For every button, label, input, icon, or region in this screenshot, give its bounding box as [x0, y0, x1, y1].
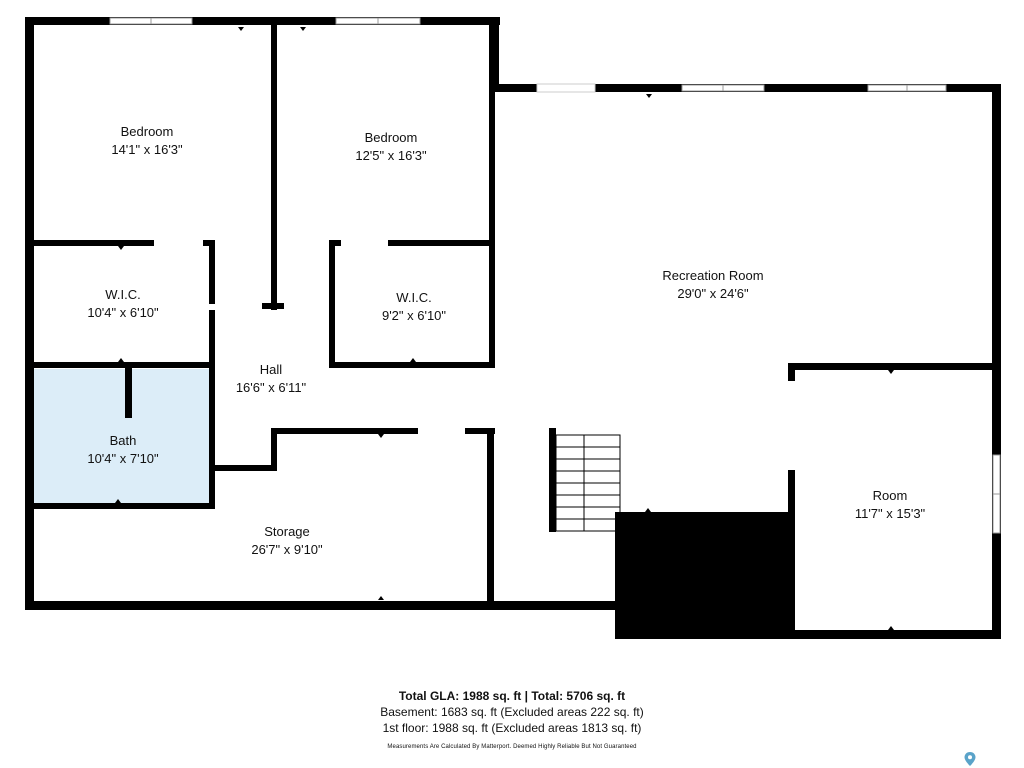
wall-bath-stub	[125, 368, 132, 418]
map-pin-icon	[964, 752, 976, 766]
wall-bottom-right	[615, 630, 1001, 639]
wall-room-left-a	[788, 363, 795, 381]
room-dimensions: 10'4" x 7'10"	[87, 451, 159, 466]
room-dimensions: 29'0" x 24'6"	[677, 286, 749, 301]
wall-storage-top-b	[271, 428, 418, 434]
wall-wic2-bottom	[329, 362, 495, 368]
room-label-room: Room 11'7" x 15'3"	[855, 487, 925, 523]
room-name: W.I.C.	[105, 287, 141, 302]
room-dimensions: 26'7" x 9'10"	[251, 542, 323, 557]
disclaimer: Measurements Are Calculated By Matterpor…	[387, 744, 637, 750]
room-dimensions: 12'5" x 16'3"	[355, 148, 427, 163]
first-floor-area: 1st floor: 1988 sq. ft (Excluded areas 1…	[382, 721, 642, 735]
total-area: Total GLA: 1988 sq. ft | Total: 5706 sq.…	[398, 689, 626, 703]
room-dimensions: 14'1" x 16'3"	[111, 142, 183, 157]
wall-stair-left	[549, 428, 556, 532]
wall-room-top	[788, 363, 995, 370]
wall-wic1-right-b	[209, 310, 215, 368]
wall-bottom-left	[25, 601, 620, 610]
room-label-bedroom-1: Bedroom 14'1" x 16'3"	[111, 123, 182, 159]
wall-storage-top-c	[465, 428, 495, 434]
room-name: Hall	[259, 362, 283, 377]
wall-storage-top-a	[215, 465, 277, 471]
wall-storage-left-a	[271, 428, 277, 471]
room-name: W.I.C.	[396, 290, 432, 305]
room-dimensions: 10'4" x 6'10"	[87, 305, 159, 320]
wall-wic2-left	[329, 240, 335, 368]
wall-hall-stub	[262, 303, 284, 309]
room-name: Bedroom	[364, 130, 418, 145]
room-label-recreation-room: Recreation Room 29'0" x 24'6"	[662, 267, 763, 303]
walls	[25, 17, 1001, 639]
floor-plan	[25, 17, 1001, 639]
room-dimensions: 16'6" x 6'11"	[235, 380, 307, 395]
wall-bedroom2-right	[489, 25, 495, 245]
room-name: Room	[872, 488, 908, 503]
basement-area: Basement: 1683 sq. ft (Excluded areas 22…	[380, 705, 644, 719]
door-opening	[536, 83, 596, 93]
wall-wic2-top-a	[329, 240, 341, 246]
room-label-storage: Storage 26'7" x 9'10"	[251, 523, 322, 559]
wall-storage-right	[487, 428, 494, 605]
wall-wic2-right	[489, 240, 495, 368]
wall-wic2-top-b	[388, 240, 495, 246]
room-label-bath: Bath 10'4" x 7'10"	[87, 432, 158, 468]
room-name: Bath	[109, 433, 137, 448]
wall-bedroom-divider	[271, 25, 277, 310]
room-label-bedroom-2: Bedroom 12'5" x 16'3"	[355, 129, 426, 165]
stairs	[555, 434, 621, 532]
wall-bath-bottom	[34, 503, 215, 509]
wall-bath-right	[209, 368, 215, 508]
wall-wic1-top	[34, 240, 154, 246]
room-name: Recreation Room	[662, 268, 764, 283]
room-dimensions: 11'7" x 15'3"	[854, 506, 926, 521]
wall-left	[25, 17, 34, 610]
room-name: Storage	[264, 524, 310, 539]
bath-fill	[34, 369, 210, 504]
room-dimensions: 9'2" x 6'10"	[381, 308, 447, 323]
wall-right	[992, 84, 1001, 639]
dimension-ticks	[115, 27, 894, 630]
wall-top-left	[25, 17, 500, 25]
area-summary: Total GLA: 1988 sq. ft | Total: 5706 sq.…	[0, 688, 1024, 752]
wall-wic1-bottom	[34, 362, 214, 368]
excluded-area	[615, 512, 793, 637]
room-label-wic-2: W.I.C. 9'2" x 6'10"	[382, 289, 446, 325]
wall-wic1-right	[209, 240, 215, 304]
room-label-hall: Hall 16'6" x 6'11"	[236, 361, 306, 397]
wall-room-left-b	[788, 470, 795, 638]
room-name: Bedroom	[120, 124, 174, 139]
room-label-wic-1: W.I.C. 10'4" x 6'10"	[87, 286, 158, 322]
